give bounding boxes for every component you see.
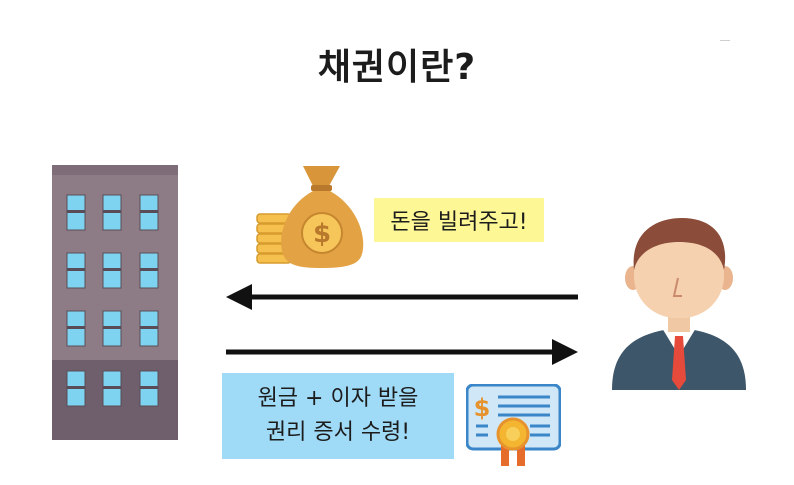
svg-text:$: $ bbox=[313, 219, 331, 249]
receive-line-1: 원금 + 이자 받을 bbox=[257, 386, 419, 411]
lend-money-text: 돈을 빌려주고! bbox=[390, 210, 528, 235]
svg-text:$: $ bbox=[474, 394, 491, 422]
lend-money-label: 돈을 빌려주고! bbox=[374, 198, 544, 242]
arrow-to-investor bbox=[226, 339, 578, 365]
businessman-icon bbox=[612, 218, 746, 390]
receive-certificate-label: 원금 + 이자 받을 권리 증서 수령! bbox=[222, 373, 454, 459]
receive-line-2: 권리 증서 수령! bbox=[265, 420, 411, 445]
page-title: 채권이란? bbox=[317, 47, 477, 88]
money-bag-icon: $ bbox=[256, 166, 364, 268]
building-icon bbox=[52, 165, 178, 440]
divider-mark bbox=[720, 40, 730, 41]
certificate-icon: $ bbox=[466, 384, 561, 466]
arrow-to-issuer bbox=[226, 284, 578, 310]
